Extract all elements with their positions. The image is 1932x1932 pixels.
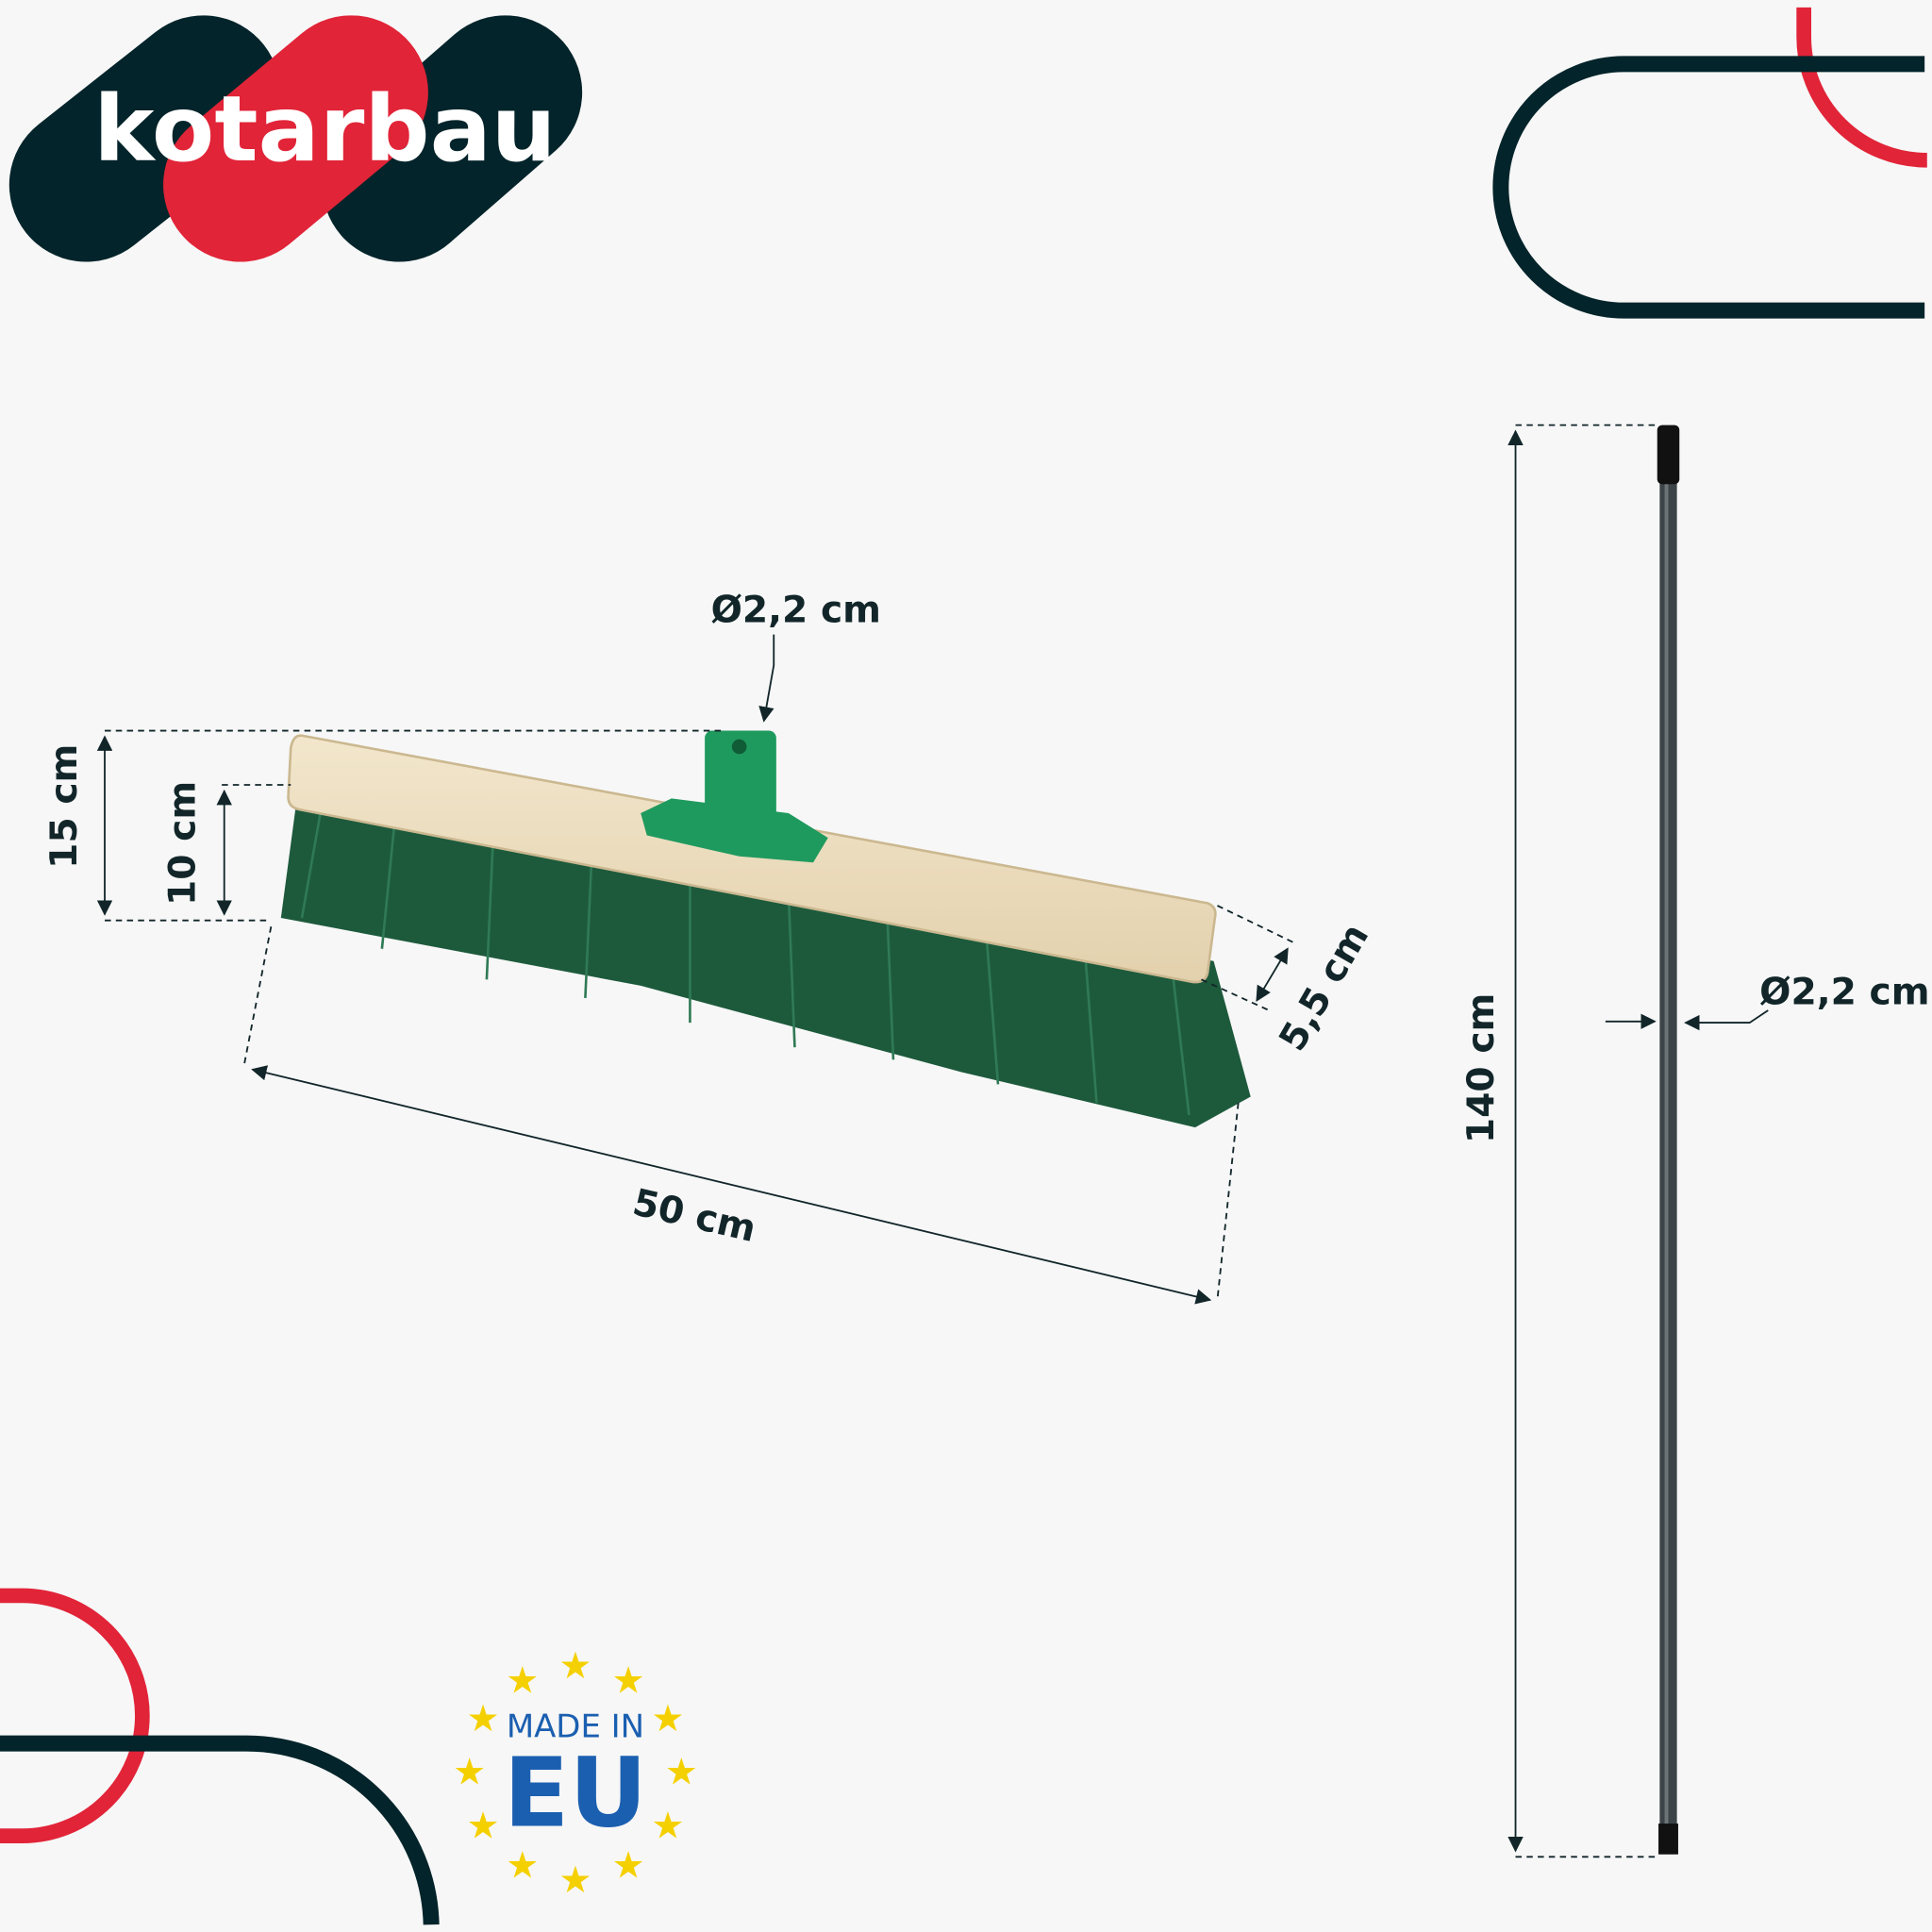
- socket-diameter-label: Ø2,2 cm: [711, 590, 881, 632]
- svg-text:★: ★: [665, 1751, 698, 1793]
- broom-head: [280, 730, 1251, 1128]
- brand-name: kotarbau: [93, 75, 556, 182]
- svg-text:★: ★: [651, 1806, 684, 1848]
- stick-length-label: 140 cm: [1460, 993, 1503, 1143]
- broom-stick: [1657, 425, 1680, 1855]
- svg-text:★: ★: [558, 1645, 591, 1688]
- svg-text:★: ★: [612, 1845, 645, 1888]
- total-height-label: 15 cm: [43, 744, 86, 869]
- made-in-eu-badge: ★★★ ★★★ ★★★ ★★★ MADE IN EU: [453, 1645, 698, 1902]
- svg-text:★: ★: [506, 1660, 539, 1703]
- star-ring-icon: ★★★ ★★★ ★★★ ★★★: [453, 1645, 698, 1902]
- svg-text:★: ★: [466, 1698, 499, 1740]
- depth-label: 5,5 cm: [1272, 917, 1378, 1058]
- broom-dimensions: [96, 634, 1294, 1305]
- stick-dimensions: [1507, 424, 1769, 1858]
- decorative-shapes: [0, 7, 1927, 1925]
- svg-text:★: ★: [506, 1845, 539, 1888]
- svg-text:★: ★: [651, 1698, 684, 1740]
- svg-text:★: ★: [466, 1806, 499, 1848]
- svg-text:★: ★: [558, 1859, 591, 1902]
- svg-text:★: ★: [453, 1751, 486, 1793]
- svg-text:★: ★: [612, 1660, 645, 1703]
- brand-logo: kotarbau: [8, 15, 583, 262]
- width-label: 50 cm: [628, 1181, 759, 1251]
- stick-diameter-label: Ø2,2 cm: [1759, 971, 1929, 1013]
- made-in-text: MADE IN: [507, 1708, 644, 1746]
- eu-text: EU: [504, 1738, 647, 1850]
- bristle-height-label: 10 cm: [161, 781, 204, 906]
